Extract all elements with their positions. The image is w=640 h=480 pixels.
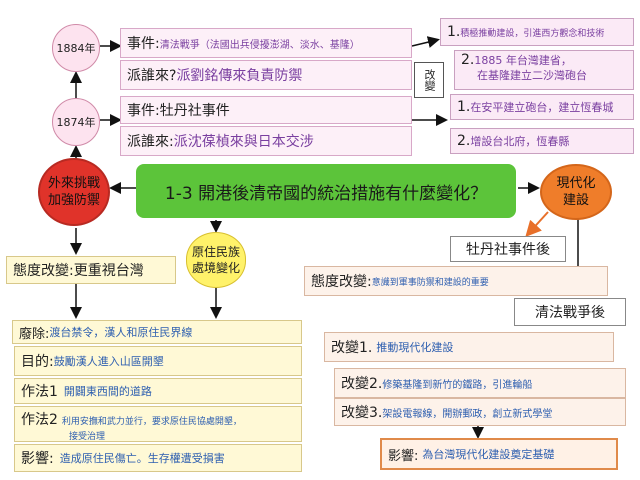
left-impact-label: 影響: bbox=[21, 451, 54, 467]
change3-text: 架設電報線，開辦郵政，創立新式學堂 bbox=[382, 408, 553, 420]
outcome-1884-2-line1: 1885 年台灣建省， bbox=[474, 54, 572, 67]
change2-box: 改變2. 修築基隆到新竹的鐵路，引進輪船 bbox=[334, 368, 626, 398]
event-1884-box: 事件: 清法戰爭（法國出兵侵擾澎湖、淡水、基隆） bbox=[120, 28, 412, 58]
method2-line2: 接受治理 bbox=[69, 432, 106, 442]
outcome-1884-1: 1. 積極推動建設，引進西方觀念和技術 bbox=[440, 18, 634, 46]
outcome-1884-1-text: 積極推動建設，引進西方觀念和技術 bbox=[460, 28, 605, 39]
right-attitude-label: 態度改變: bbox=[311, 274, 372, 290]
right-attitude-box: 態度改變: 意識到軍事防禦和建設的重要 bbox=[304, 266, 608, 296]
war-after-box: 清法戰爭後 bbox=[514, 298, 626, 326]
abolish-box: 廢除: 渡台禁令，漢人和原住民界線 bbox=[12, 320, 302, 344]
modernization-node: 現代化 建設 bbox=[540, 164, 612, 220]
change1-text: 推動現代化建設 bbox=[376, 341, 454, 354]
method2-label: 作法2 bbox=[21, 412, 58, 428]
method1-text: 開闢東西間的道路 bbox=[63, 385, 152, 398]
year-1884-node: 1884年 bbox=[52, 24, 100, 72]
right-impact-text: 為台灣現代化建設奠定基礎 bbox=[422, 448, 555, 461]
who-1884-text: 派劉銘傳來負責防禦 bbox=[176, 68, 303, 84]
year-1874-label: 1874年 bbox=[56, 116, 96, 129]
outcome-1874-1-text: 在安平建立砲台，建立恆春城 bbox=[470, 101, 614, 114]
change2-text: 修築基隆到新竹的鐵路，引進輪船 bbox=[382, 379, 533, 391]
right-attitude-text: 意識到軍事防禦和建設的重要 bbox=[371, 277, 489, 288]
outcome-1884-1-num: 1. bbox=[447, 24, 461, 40]
outcome-1884-2-line2: 在基隆建立二沙灣砲台 bbox=[477, 69, 587, 82]
left-impact-box: 影響: 造成原住民傷亡。生存權遭受損害 bbox=[14, 444, 302, 472]
event-1874-box: 事件: 牡丹社事件 bbox=[120, 96, 412, 124]
event-1874-text: 牡丹社事件 bbox=[159, 103, 230, 119]
change3-box: 改變3. 架設電報線，開辦郵政，創立新式學堂 bbox=[334, 398, 626, 426]
war-after-text: 清法戰爭後 bbox=[535, 305, 605, 321]
modernization-line1: 現代化 bbox=[556, 176, 596, 191]
year-1884-label: 1884年 bbox=[56, 42, 96, 55]
event-1884-text: 清法戰爭（法國出兵侵擾澎湖、淡水、基隆） bbox=[159, 39, 360, 51]
who-1874-label: 派誰來: bbox=[127, 134, 174, 150]
central-question-text: 1-3 開港後清帝國的統治措施有什麼變化？ bbox=[164, 183, 488, 204]
central-question: 1-3 開港後清帝國的統治措施有什麼變化？ bbox=[136, 164, 516, 218]
indigenous-line2: 處境變化 bbox=[191, 261, 240, 275]
goal-text: 鼓勵漢人進入山區開墾 bbox=[53, 355, 164, 368]
left-attitude-text: 更重視台灣 bbox=[73, 263, 144, 279]
left-attitude-label: 態度改變: bbox=[13, 263, 74, 279]
right-impact-label: 影響: bbox=[388, 448, 419, 464]
goal-label: 目的: bbox=[21, 354, 54, 370]
year-1874-node: 1874年 bbox=[52, 98, 100, 146]
outcome-1874-1-num: 1. bbox=[457, 99, 471, 115]
right-impact-box: 影響: 為台灣現代化建設奠定基礎 bbox=[380, 438, 618, 470]
indigenous-line1: 原住民族 bbox=[191, 245, 240, 259]
outcome-1874-2-text: 增設台北府，恆春縣 bbox=[470, 135, 570, 148]
method2-line1: 利用安撫和武力並行，要求原住民協處開墾， bbox=[61, 417, 242, 427]
abolish-text: 渡台禁令，漢人和原住民界線 bbox=[49, 326, 193, 339]
mudan-after-text: 牡丹社事件後 bbox=[466, 242, 550, 258]
outcome-1884-2: 2.1885 年台灣建省， 在基隆建立二沙灣砲台 bbox=[454, 50, 634, 90]
goal-box: 目的: 鼓勵漢人進入山區開墾 bbox=[14, 346, 302, 376]
outcome-1874-1: 1. 在安平建立砲台，建立恆春城 bbox=[450, 94, 634, 120]
outcome-1874-2: 2. 增設台北府，恆春縣 bbox=[450, 128, 634, 154]
external-challenge-node: 外來挑戰 加強防禦 bbox=[38, 158, 110, 226]
who-1884-label: 派誰來? bbox=[127, 68, 177, 84]
left-attitude-box: 態度改變: 更重視台灣 bbox=[6, 256, 176, 284]
mudan-after-box: 牡丹社事件後 bbox=[450, 236, 566, 262]
change1-box: 改變1. 推動現代化建設 bbox=[324, 332, 614, 362]
event-1884-label: 事件: bbox=[127, 36, 160, 52]
change-badge: 改變 bbox=[414, 62, 444, 98]
change2-label: 改變2. bbox=[341, 376, 383, 392]
who-1884-box: 派誰來? 派劉銘傳來負責防禦 bbox=[120, 60, 412, 90]
event-1874-label: 事件: bbox=[127, 103, 160, 119]
abolish-label: 廢除: bbox=[19, 326, 50, 342]
external-challenge-line1: 外來挑戰 bbox=[47, 176, 100, 191]
method1-label: 作法1 bbox=[21, 384, 58, 400]
change3-label: 改變3. bbox=[341, 405, 383, 421]
external-challenge-line2: 加強防禦 bbox=[47, 193, 100, 208]
outcome-1874-2-num: 2. bbox=[457, 133, 471, 149]
who-1874-box: 派誰來: 派沈葆楨來與日本交涉 bbox=[120, 126, 412, 156]
outcome-1884-2-num: 2. bbox=[461, 52, 475, 68]
who-1874-text: 派沈葆楨來與日本交涉 bbox=[173, 134, 314, 150]
change1-label: 改變1. bbox=[331, 340, 373, 356]
indigenous-node: 原住民族 處境變化 bbox=[186, 232, 246, 288]
left-impact-text: 造成原住民傷亡。生存權遭受損害 bbox=[59, 452, 225, 465]
change-badge-label: 改變 bbox=[423, 69, 436, 91]
modernization-line2: 建設 bbox=[562, 193, 589, 208]
method1-box: 作法1 開闢東西間的道路 bbox=[14, 378, 302, 404]
